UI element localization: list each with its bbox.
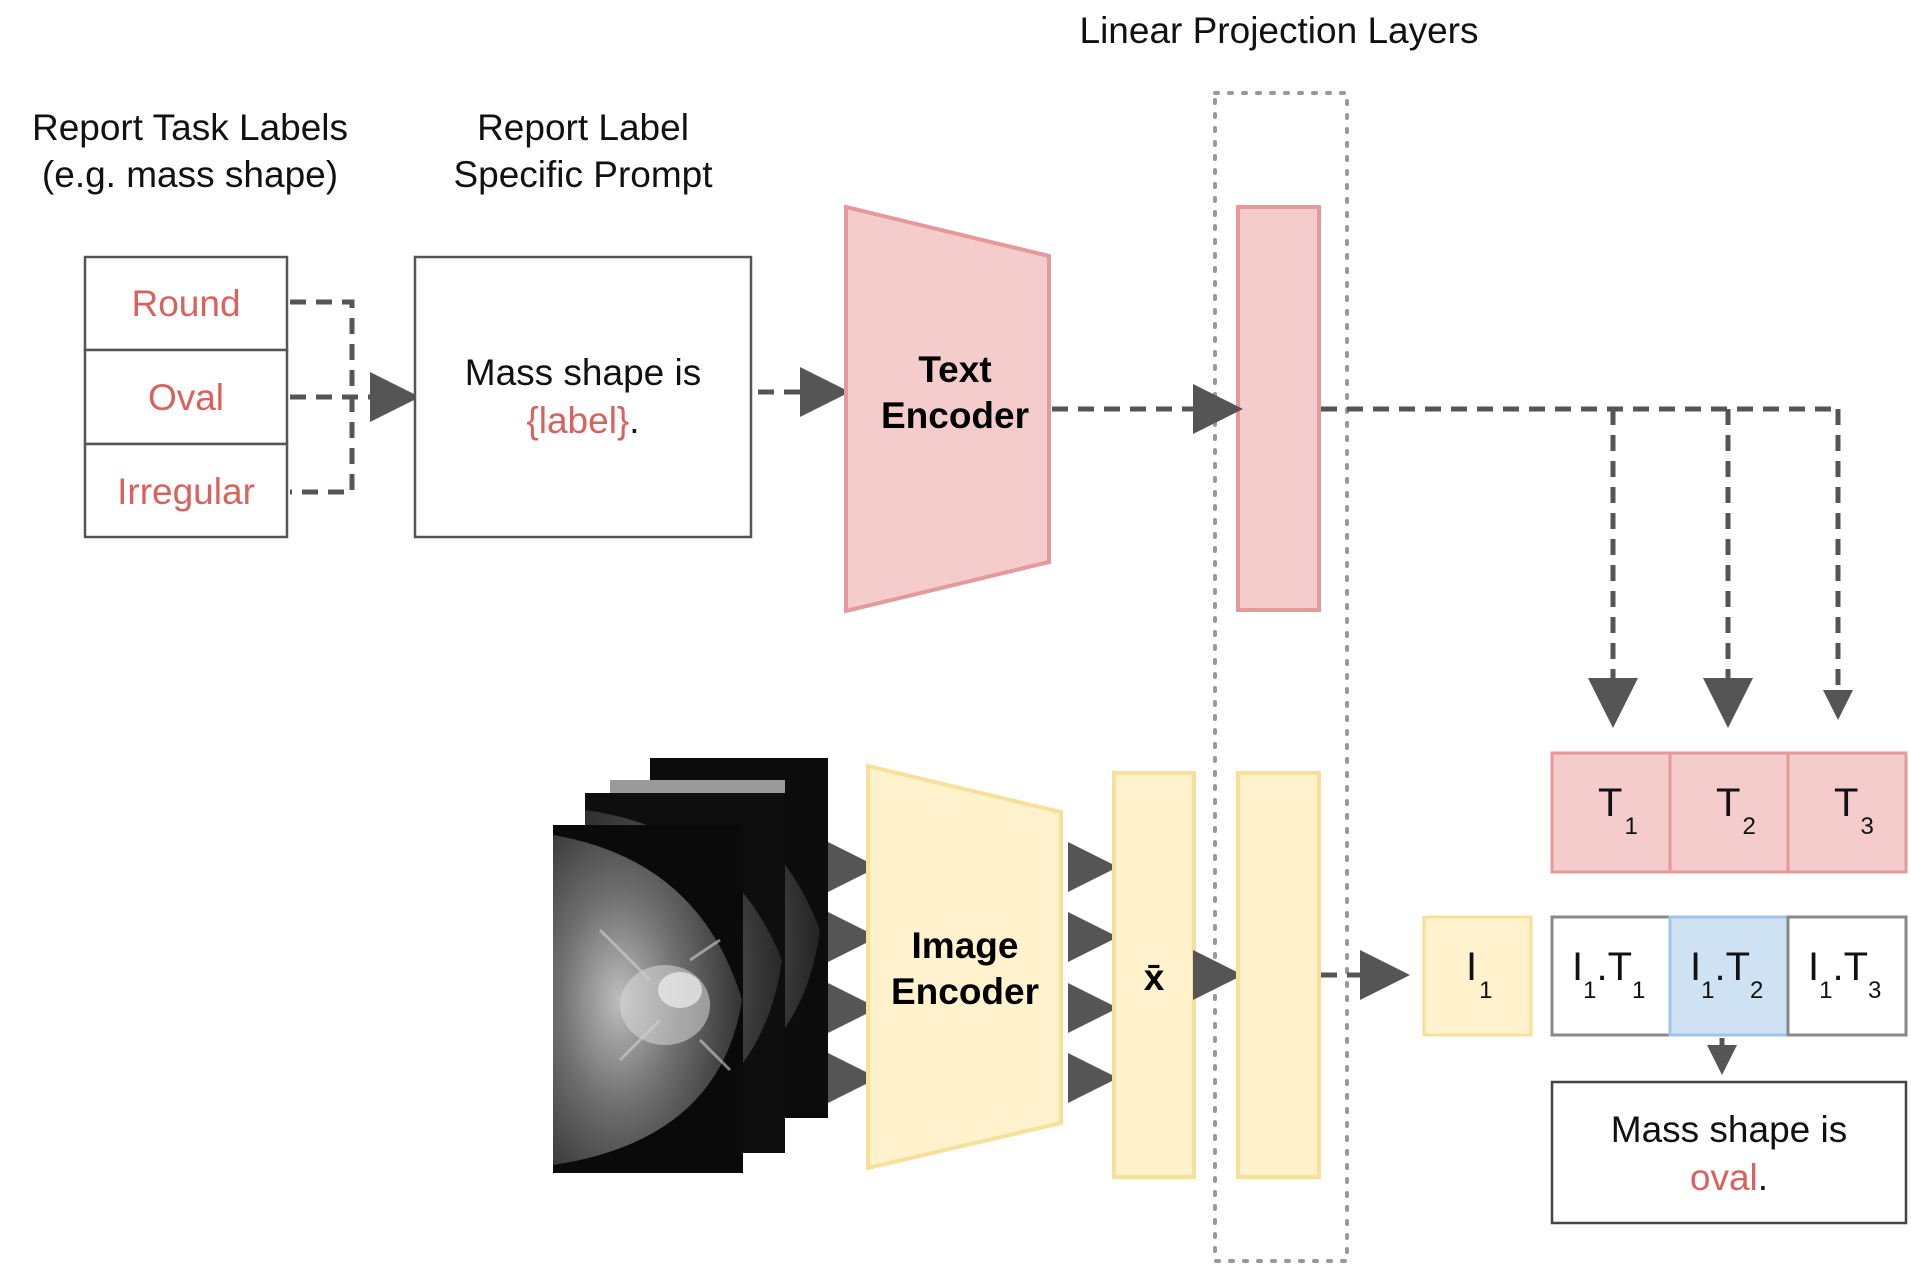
image-projection-layer xyxy=(1236,771,1321,1179)
prompt-box xyxy=(413,255,753,539)
image-embedding-label: I1 xyxy=(1466,945,1492,1004)
text-projection-layer xyxy=(1236,205,1321,612)
result-label-line: oval. xyxy=(1690,1157,1768,1198)
text-encoder-line1: Text xyxy=(918,349,991,390)
label-round: Round xyxy=(131,283,240,324)
text-embedding-T2 xyxy=(1668,751,1790,874)
result-label: oval xyxy=(1690,1157,1758,1198)
prompt-heading-line1: Report Label xyxy=(477,107,689,148)
similarity-I1T1 xyxy=(1550,915,1672,1037)
result-box xyxy=(1550,1080,1908,1225)
projection-heading: Linear Projection Layers xyxy=(1080,10,1479,51)
prompt-label-line: {label}. xyxy=(526,400,639,441)
image-encoder xyxy=(866,763,1063,1171)
prompt-text: Mass shape is xyxy=(465,352,702,393)
label-box-oval xyxy=(83,348,289,446)
result-text: Mass shape is xyxy=(1611,1109,1848,1150)
task-labels-heading-line2: (e.g. mass shape) xyxy=(42,154,338,195)
prompt-placeholder: {label} xyxy=(526,400,629,441)
text-encoder-line2: Encoder xyxy=(881,395,1029,436)
label-oval: Oval xyxy=(148,377,224,418)
label-box-irregular xyxy=(83,442,289,539)
text-embedding-T2-label: T2 xyxy=(1716,781,1756,840)
projection-layers-container xyxy=(1213,91,1349,1263)
label-box-round xyxy=(83,255,289,352)
label-irregular: Irregular xyxy=(117,471,255,512)
task-labels-heading-line1: Report Task Labels xyxy=(32,107,348,148)
similarity-I1T3 xyxy=(1786,915,1908,1037)
similarity-I1T2-label: I1.T2 xyxy=(1690,945,1763,1004)
task-labels-group: Round Oval Irregular xyxy=(83,255,289,539)
pooled-image-feature xyxy=(1112,771,1196,1179)
prompt-end: . xyxy=(629,400,639,441)
mammogram-stack xyxy=(553,758,828,1173)
prompt-heading-line2: Specific Prompt xyxy=(453,154,713,195)
similarity-I1T1-label: I1.T1 xyxy=(1572,945,1645,1004)
image-encoder-line2: Encoder xyxy=(891,971,1039,1012)
similarity-I1T3-label: I1.T3 xyxy=(1808,945,1881,1004)
similarity-row: I1.T1 I1.T2 I1.T3 xyxy=(1550,915,1908,1037)
text-embeddings-row: T1 T2 T3 xyxy=(1550,751,1908,874)
pooled-feature-symbol: x̄ xyxy=(1144,957,1165,998)
text-embedding-T3 xyxy=(1786,751,1908,874)
image-encoder-line1: Image xyxy=(912,925,1019,966)
text-embedding-T1-label: T1 xyxy=(1598,781,1638,840)
similarity-I1T2-highlighted xyxy=(1668,915,1790,1037)
text-embedding-T3-label: T3 xyxy=(1834,781,1874,840)
image-embedding-I1 xyxy=(1422,915,1533,1037)
text-encoder xyxy=(844,204,1051,614)
result-end: . xyxy=(1758,1157,1768,1198)
